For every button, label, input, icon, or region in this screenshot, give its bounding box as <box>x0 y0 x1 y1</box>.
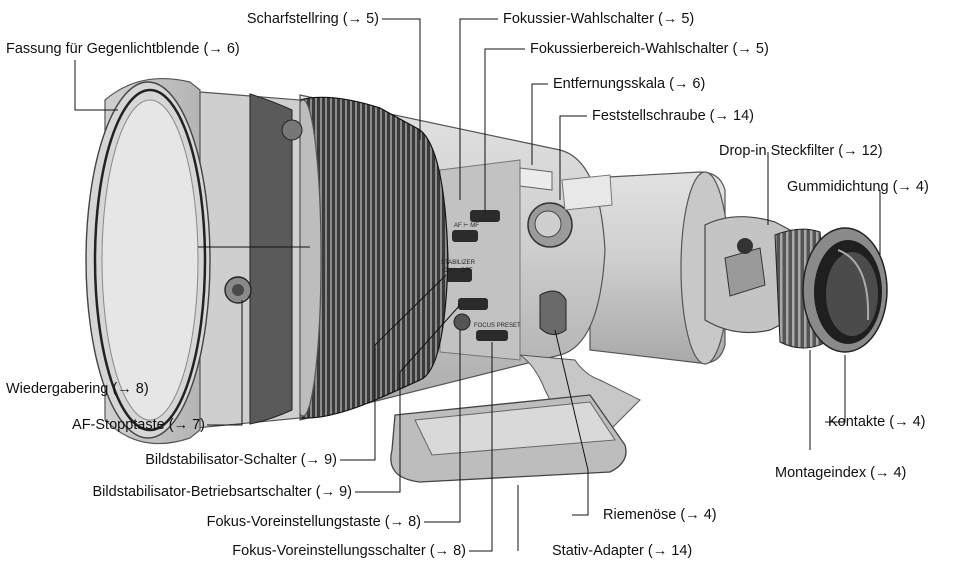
lens-markings: STABILIZER ON ⊢ OFF AF ⊢ MF FOCUS PRESET <box>441 222 521 329</box>
label-montageindex: Montageindex (→ 4) <box>775 465 907 481</box>
label-fokussier-wahlschalter: Fokussier-Wahlschalter (→ 5) <box>503 11 695 27</box>
focus-preset-button <box>453 313 471 331</box>
af-mf-switch <box>452 230 478 242</box>
drop-in-filter-holder <box>704 216 791 334</box>
label-wiedergabering: Wiedergabering (→ 8) <box>6 381 149 397</box>
mount-ring <box>774 227 888 353</box>
tripod-mount <box>390 354 641 483</box>
label-stativ-adapter: Stativ-Adapter (→ 14) <box>552 543 693 559</box>
lens-hood <box>85 77 211 445</box>
label-drop-in-steckfilter: Drop-in Steckfilter (→ 12) <box>719 143 883 159</box>
strap-eyelet <box>539 290 567 335</box>
label-fassung: Fassung für Gegenlichtblende (→ 6) <box>6 41 240 57</box>
label-scharfstellring: Scharfstellring (→ 5) <box>246 11 379 27</box>
distance-scale-window <box>519 167 553 191</box>
marking-af-mf: AF ⊢ MF <box>454 222 479 229</box>
marking-on-off: ON ⊢ OFF <box>443 267 473 274</box>
marking-stabilizer: STABILIZER <box>441 260 476 266</box>
label-af-stopptaste: AF-Stopptaste (→ 7) <box>72 417 205 433</box>
leader-lines <box>74 18 881 552</box>
marking-focus-preset: FOCUS PRESET <box>474 323 521 329</box>
focus-mode-switch <box>470 210 500 222</box>
focus-ring <box>284 96 449 419</box>
label-riemenoese: Riemenöse (→ 4) <box>603 507 717 523</box>
stabilizer-mode-switch <box>458 298 488 310</box>
label-entfernungsskala: Entfernungsskala (→ 6) <box>553 76 706 92</box>
stabilizer-switch <box>446 268 472 282</box>
label-feststellschraube: Feststellschraube (→ 14) <box>592 108 754 124</box>
label-bildstabilisator-betriebsartschalter: Bildstabilisator-Betriebsartschalter (→ … <box>92 484 352 500</box>
label-fokussierbereich-wahlschalter: Fokussierbereich-Wahlschalter (→ 5) <box>530 41 769 57</box>
front-ring <box>174 89 303 431</box>
label-fokus-voreinstellungsschalter: Fokus-Voreinstellungsschalter (→ 8) <box>232 543 466 559</box>
label-bildstabilisator-schalter: Bildstabilisator-Schalter (→ 9) <box>145 452 337 468</box>
focus-preset-switch <box>476 330 508 341</box>
label-fokus-voreinstellungstaste: Fokus-Voreinstellungstaste (→ 8) <box>206 514 421 530</box>
label-kontakte: Kontakte (→ 4) <box>828 414 926 430</box>
label-gummidichtung: Gummidichtung (→ 4) <box>787 179 929 195</box>
